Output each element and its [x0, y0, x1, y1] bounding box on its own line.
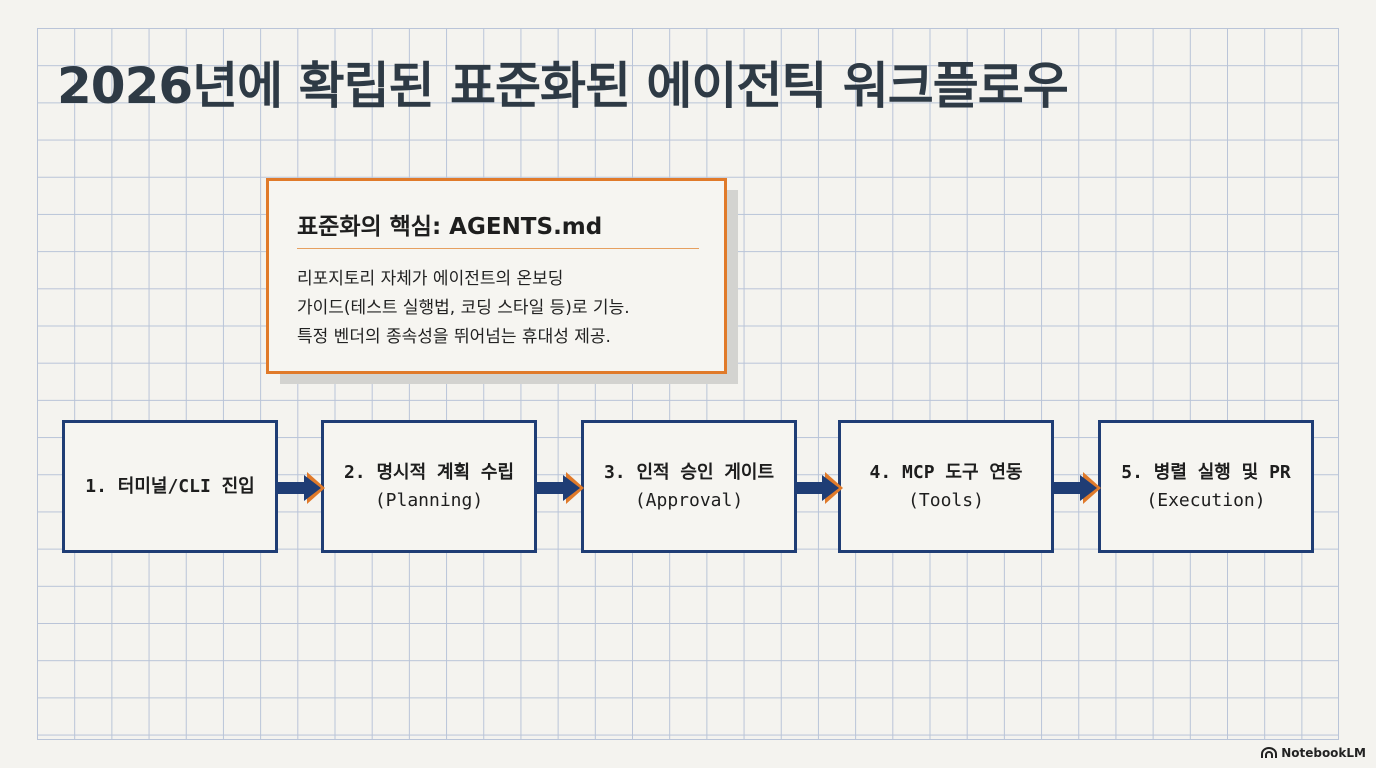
step-label: 3. 인적 승인 게이트 — [603, 461, 775, 483]
step-5-execution: 5. 병렬 실행 및 PR (Execution) — [1098, 420, 1314, 553]
step-1-terminal-cli: 1. 터미널/CLI 진입 — [62, 420, 278, 553]
callout-divider — [297, 248, 699, 249]
notebooklm-logo-icon — [1261, 747, 1278, 758]
grid-background — [37, 28, 1339, 740]
step-label: 2. 명시적 계획 수립 — [343, 461, 515, 483]
flow-arrow-icon — [1053, 472, 1101, 504]
callout-heading: 표준화의 핵심: AGENTS.md — [297, 214, 603, 240]
step-4-tools: 4. MCP 도구 연동 (Tools) — [838, 420, 1054, 553]
callout-box: 표준화의 핵심: AGENTS.md 리포지토리 자체가 에이전트의 온보딩 가… — [266, 178, 727, 374]
step-2-planning: 2. 명시적 계획 수립 (Planning) — [321, 420, 537, 553]
step-sublabel: (Approval) — [634, 489, 744, 511]
callout-body: 리포지토리 자체가 에이전트의 온보딩 가이드(테스트 실행법, 코딩 스타일 … — [297, 265, 707, 352]
step-sublabel: (Execution) — [1146, 489, 1266, 511]
step-sublabel: (Tools) — [908, 489, 984, 511]
callout-line: 리포지토리 자체가 에이전트의 온보딩 — [297, 269, 564, 289]
brand-label: NotebookLM — [1281, 746, 1366, 760]
page-title: 2026년에 확립된 표준화된 에이전틱 워크플로우 — [57, 57, 1069, 115]
flow-arrow-icon — [795, 472, 843, 504]
callout-line: 특정 벤더의 종속성을 뛰어넘는 휴대성 제공. — [297, 327, 611, 347]
flow-arrow-icon — [277, 472, 325, 504]
step-label: 5. 병렬 실행 및 PR — [1121, 461, 1291, 483]
step-label: 1. 터미널/CLI 진입 — [85, 475, 255, 497]
callout-line: 가이드(테스트 실행법, 코딩 스타일 등)로 기능. — [297, 298, 630, 318]
flow-arrow-icon — [536, 472, 584, 504]
notebooklm-brand: NotebookLM — [1261, 746, 1366, 760]
step-3-approval: 3. 인적 승인 게이트 (Approval) — [581, 420, 797, 553]
step-label: 4. MCP 도구 연동 — [869, 461, 1023, 483]
step-sublabel: (Planning) — [374, 489, 484, 511]
